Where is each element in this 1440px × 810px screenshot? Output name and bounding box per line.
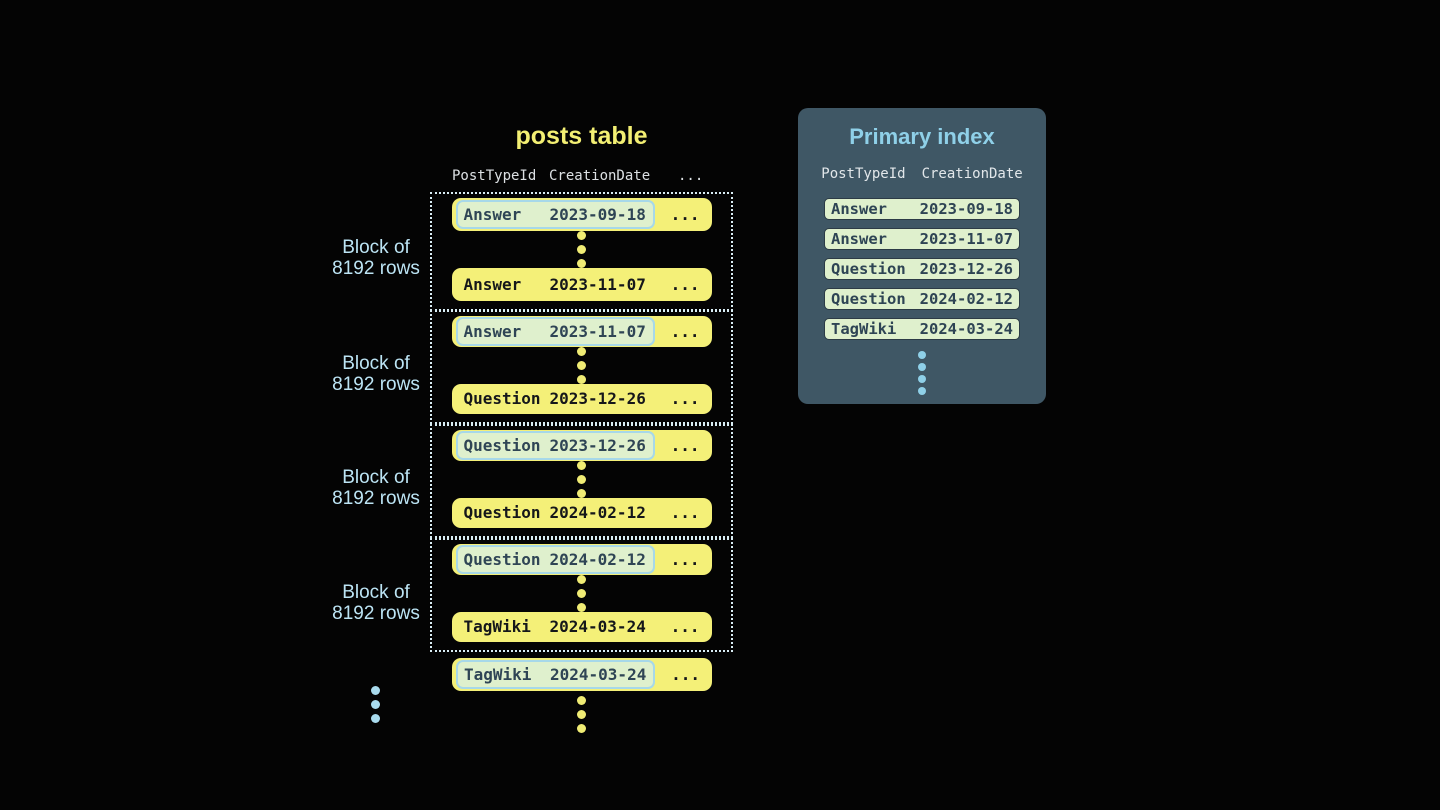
posts-header-posttypeid: PostTypeId	[452, 168, 537, 184]
row-ellipsis: ...	[671, 665, 700, 684]
row-posttypeid: TagWiki	[464, 665, 532, 684]
entry-posttypeid: Answer	[831, 200, 887, 218]
entry-posttypeid: TagWiki	[831, 320, 897, 338]
posts-header-ellipsis: ...	[678, 168, 704, 184]
index-entry: Answer 2023-09-18	[824, 198, 1020, 220]
block-label-line2: 8192 rows	[332, 603, 420, 624]
row-creationdate: 2024-03-24	[550, 665, 647, 684]
row-creationdate: 2024-02-12	[549, 549, 646, 569]
more-rows-dots	[577, 460, 586, 498]
row-creationdate: 2024-02-12	[549, 503, 646, 523]
primary-index-rows: Answer 2023-09-18 Answer 2023-11-07 Ques…	[798, 198, 1046, 340]
row-key: Question 2023-12-26	[456, 384, 655, 413]
primary-index-headers: PostTypeId CreationDate	[798, 166, 1046, 182]
table-row: Question 2024-02-12 ...	[451, 544, 712, 575]
row-key: Question 2024-02-12	[456, 498, 655, 527]
row-creationdate: 2023-12-26	[549, 389, 646, 409]
more-entries-dots	[798, 351, 1046, 395]
block-label-4: Block of 8192 rows	[320, 582, 432, 624]
index-entry: Answer 2023-11-07	[824, 228, 1020, 250]
table-row: Answer 2023-09-18 ...	[451, 198, 712, 231]
row-posttypeid: Question	[463, 435, 541, 455]
table-block-2: Answer 2023-11-07 ... Question 2023-12-2…	[430, 310, 733, 424]
more-rows-dots	[577, 346, 586, 384]
entry-creationdate: 2023-12-26	[919, 260, 1013, 278]
table-row: Answer 2023-11-07 ...	[451, 316, 712, 347]
block-label-line2: 8192 rows	[332, 488, 420, 509]
posts-table-title: posts table	[515, 122, 648, 150]
row-creationdate: 2023-12-26	[549, 435, 646, 455]
index-header-creationdate: CreationDate	[921, 166, 1023, 182]
entry-creationdate: 2023-11-07	[919, 230, 1013, 248]
row-creationdate: 2023-11-07	[549, 275, 646, 294]
primary-index-panel: Primary index PostTypeId CreationDate An…	[798, 108, 1046, 404]
row-ellipsis: ...	[670, 389, 700, 409]
row-posttypeid: Answer	[463, 321, 522, 341]
index-entry: Question 2023-12-26	[824, 258, 1020, 280]
index-entry: Question 2024-02-12	[824, 288, 1020, 310]
row-posttypeid: Answer	[463, 275, 522, 294]
table-block-1: Answer 2023-09-18 ... Answer 2023-11-07 …	[430, 192, 733, 311]
block-label-line1: Block of	[342, 582, 410, 603]
more-rows-dots	[577, 696, 586, 733]
table-block-4: Question 2024-02-12 ... TagWiki 2024-03-…	[430, 538, 733, 652]
row-ellipsis: ...	[670, 275, 700, 294]
more-blocks-dots	[371, 686, 380, 723]
row-ellipsis: ...	[670, 549, 700, 569]
block-label-3: Block of 8192 rows	[320, 467, 432, 509]
entry-posttypeid: Answer	[831, 230, 887, 248]
row-posttypeid: Question	[463, 389, 541, 409]
block-label-line1: Block of	[342, 237, 410, 258]
table-row: Answer 2023-11-07 ...	[451, 268, 712, 301]
table-row: Question 2023-12-26 ...	[451, 383, 712, 414]
index-entry: TagWiki 2024-03-24	[824, 318, 1020, 340]
more-rows-dots	[577, 231, 586, 268]
row-creationdate: 2024-03-24	[549, 617, 646, 637]
table-row-overflow: TagWiki 2024-03-24 ...	[452, 658, 712, 691]
row-posttypeid: Question	[463, 503, 541, 523]
entry-posttypeid: Question	[831, 260, 906, 278]
entry-creationdate: 2023-09-18	[919, 200, 1013, 218]
row-creationdate: 2023-09-18	[549, 205, 646, 224]
row-ellipsis: ...	[670, 503, 700, 523]
entry-creationdate: 2024-02-12	[919, 290, 1013, 308]
row-ellipsis: ...	[670, 435, 700, 455]
index-header-posttypeid: PostTypeId	[821, 166, 906, 182]
block-label-line1: Block of	[342, 353, 410, 374]
index-key-highlight: Question 2023-12-26	[455, 430, 655, 460]
index-key-highlight: Answer 2023-11-07	[455, 316, 655, 346]
row-posttypeid: Answer	[463, 205, 522, 224]
row-posttypeid: Question	[463, 549, 541, 569]
block-label-line2: 8192 rows	[332, 374, 420, 395]
index-key-highlight: TagWiki 2024-03-24	[456, 660, 655, 689]
block-label-line2: 8192 rows	[332, 258, 420, 279]
row-ellipsis: ...	[670, 617, 700, 637]
entry-posttypeid: Question	[831, 290, 906, 308]
row-creationdate: 2023-11-07	[549, 321, 646, 341]
row-ellipsis: ...	[670, 205, 700, 224]
block-label-2: Block of 8192 rows	[320, 353, 432, 395]
table-row: Question 2024-02-12 ...	[451, 497, 712, 528]
more-rows-dots	[577, 574, 586, 612]
entry-creationdate: 2024-03-24	[919, 320, 1013, 338]
block-label-line1: Block of	[342, 467, 410, 488]
primary-index-title: Primary index	[849, 124, 995, 149]
row-key: TagWiki 2024-03-24	[456, 612, 655, 641]
index-key-highlight: Question 2024-02-12	[455, 544, 655, 574]
posts-header-creationdate: CreationDate	[549, 168, 651, 184]
table-row: TagWiki 2024-03-24 ...	[451, 611, 712, 642]
row-key: Answer 2023-11-07	[456, 270, 655, 299]
row-posttypeid: TagWiki	[463, 617, 531, 637]
table-block-3: Question 2023-12-26 ... Question 2024-02…	[430, 424, 733, 538]
index-key-highlight: Answer 2023-09-18	[455, 200, 655, 229]
block-label-1: Block of 8192 rows	[320, 237, 432, 279]
row-ellipsis: ...	[670, 321, 700, 341]
table-row: Question 2023-12-26 ...	[451, 430, 712, 461]
